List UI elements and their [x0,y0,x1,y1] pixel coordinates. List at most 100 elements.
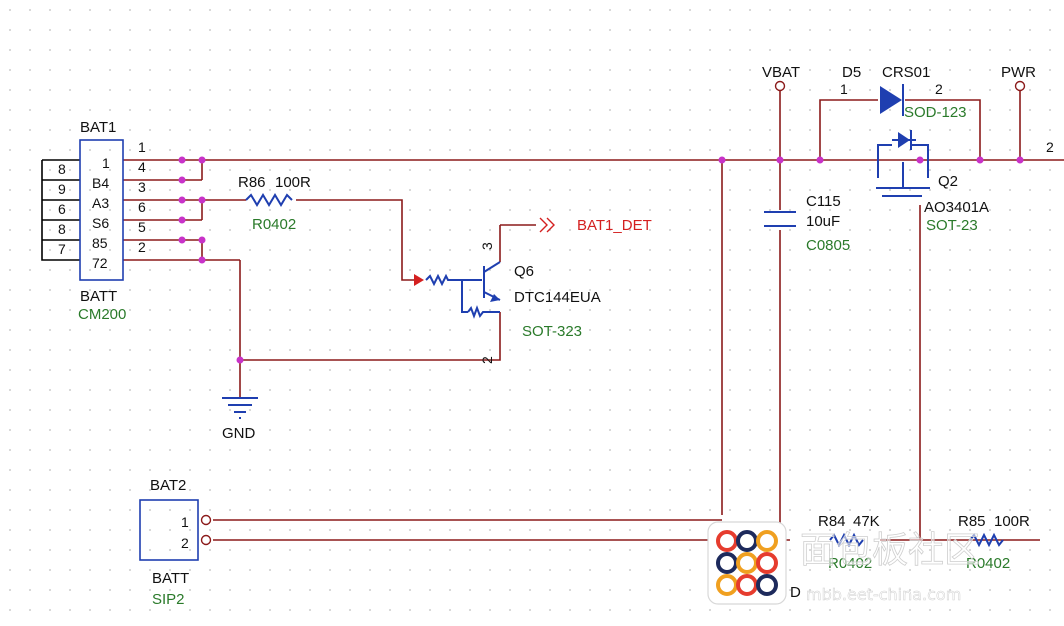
bat1-right-pin: 2 [138,239,146,255]
junction-dot [178,236,186,244]
c115-footprint: C0805 [806,237,850,254]
bat1-left-pin: 6 [58,201,66,217]
junction-dot [1016,156,1024,164]
vbat-label: VBAT [762,64,800,81]
r84-footprint: R0402 [828,555,872,572]
bat2-value: BATT [152,570,189,587]
q6-transistor[interactable]: 3 2 Q6 DTC144EUA SOT-323 [414,242,601,364]
pwr-port[interactable]: PWR 2 [1001,64,1054,155]
c115-capacitor[interactable]: C115 10uF C0805 [764,193,850,254]
d5-ref: D5 [842,64,861,81]
r85-resistor[interactable]: R85 100R R0402 [958,513,1030,572]
junction-dot [718,156,726,164]
r86-ref: R86 [238,174,266,191]
bat1-left-pin: 9 [58,181,66,197]
net-arrow-icon [414,274,424,286]
bat2-connector[interactable]: BAT2 1 2 BATT SIP2 [139,477,212,608]
bat1-right-pin: 5 [138,219,146,235]
bat1-left-pin: 8 [58,161,66,177]
junction-dots [178,156,1024,364]
q2-footprint: SOT-23 [926,217,978,234]
bat1-left-pin: 8 [58,221,66,237]
q2-value: AO3401A [924,199,989,216]
r85-footprint: R0402 [966,555,1010,572]
bat1-inner-pin: B4 [92,175,109,191]
q6-base-resistor [425,273,482,287]
port-circle-icon [774,80,786,92]
bat2-footprint: SIP2 [152,591,185,608]
r84-value: 47K [853,513,880,530]
bat2-ref: BAT2 [150,477,186,494]
r84-resistor[interactable]: R84 47K R0402 [818,513,880,572]
partial-label: D [790,584,801,601]
q2-mosfet[interactable]: Q2 AO3401A SOT-23 [876,130,989,234]
d5-value: CRS01 [882,64,930,81]
bat1-right-pin: 6 [138,199,146,215]
resistor-symbol [969,532,1004,548]
bat1-inner-pin: A3 [92,195,109,211]
junction-dot [178,156,186,164]
diode-icon [880,86,902,114]
bat1-right-pin: 3 [138,179,146,195]
q6-pin-top: 3 [479,242,495,250]
junction-dot [776,156,784,164]
bat2-body [139,499,199,561]
bat2-pin2: 2 [181,535,189,551]
watermark-text: 面包板社区 [800,530,980,571]
junction-dot [178,216,186,224]
resistor-symbol [829,532,864,548]
bat2-pin1: 1 [181,514,189,530]
pwr-pin: 2 [1046,139,1054,155]
junction-dot [198,156,206,164]
junction-dot [178,176,186,184]
r85-value: 100R [994,513,1030,530]
junction-dot [236,356,244,364]
c115-ref: C115 [806,193,841,210]
pwr-label: PWR [1001,64,1036,81]
q6-ref: Q6 [514,263,534,280]
junction-dot [178,196,186,204]
chevron-right-icon [539,217,555,233]
junction-dot [976,156,984,164]
ground-icon [222,397,258,419]
capacitor-icon [764,211,796,227]
q2-ref: Q2 [938,173,958,190]
resistor-symbol [245,193,293,207]
r86-footprint: R0402 [252,216,296,233]
net-label-bat1-det[interactable]: BAT1_DET [539,217,652,234]
junction-dot [816,156,824,164]
pin-circle-icon [200,534,212,546]
bat1-inner-pin: 72 [92,255,108,271]
d5-footprint: SOD-123 [904,104,967,121]
c115-value: 10uF [806,213,840,230]
q6-bias-resistor [467,305,500,319]
watermark-url: mbb.eet-china.com [806,585,961,604]
vbat-port[interactable]: VBAT [762,64,800,92]
pin-circle-icon [200,514,212,526]
d5-pin1: 1 [840,81,848,97]
junction-dot [916,156,924,164]
bat1-right-pin: 1 [138,139,146,155]
gnd-symbol[interactable]: GND [222,397,258,442]
bat1-connector[interactable]: BAT1 BATT CM200 8 6 9 8 7 1 B4 A3 S6 85 … [58,119,146,323]
junction-dot [198,256,206,264]
junction-dot [198,196,206,204]
bat1-left-pin: 7 [58,241,66,257]
bat1-ref: BAT1 [80,119,116,136]
junction-dot [198,236,206,244]
r84-ref: R84 [818,513,846,530]
bat1-inner-pin: S6 [92,215,109,231]
r86-value: 100R [275,174,311,191]
watermark-logo-box [707,521,787,605]
d5-diode[interactable]: D5 CRS01 1 2 SOD-123 [840,64,967,121]
r85-ref: R85 [958,513,986,530]
q6-value: DTC144EUA [514,289,601,306]
watermark: 面包板社区 mbb.eet-china.com [707,521,980,605]
net-label-text: BAT1_DET [577,217,652,234]
bat1-value: BATT [80,288,117,305]
wires [41,90,1064,541]
r86-resistor[interactable]: R86 100R R0402 [238,174,311,233]
bat1-inner-pin: 85 [92,235,108,251]
d5-pin2: 2 [935,81,943,97]
